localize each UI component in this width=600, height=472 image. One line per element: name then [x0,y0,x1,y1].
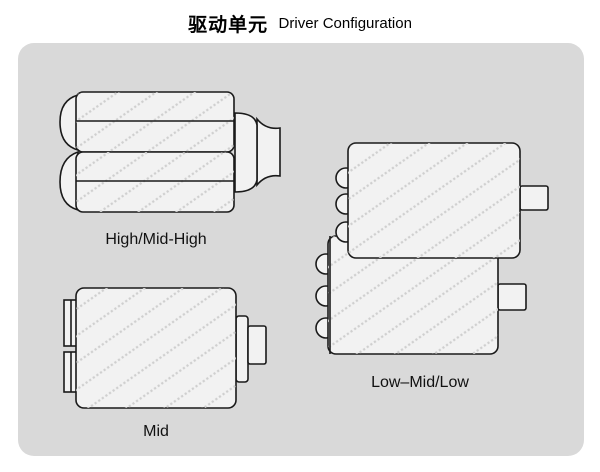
hmh-rear-bump [234,112,258,193]
mid-assembly [63,287,267,409]
label-high-mid-high: High/Mid-High [105,231,207,248]
high-mid-high-assembly [59,91,281,213]
label-mid: Mid [143,423,169,440]
page-title: 驱动单元 Driver Configuration [0,10,600,37]
low-rear-tube [497,283,527,311]
lowmid-rear-tube [519,185,549,211]
title-english: Driver Configuration [278,15,412,32]
low-mid-low-assembly [315,142,549,355]
hmh-front-cap-bottom [59,150,79,212]
hmh-rear-tube [256,116,281,188]
mid-rear-bump [235,315,249,383]
hmh-front-cap-top [59,93,79,152]
label-low-mid-low: Low–Mid/Low [371,374,469,391]
title-chinese: 驱动单元 [188,14,269,36]
mid-rear-tube [247,325,267,365]
